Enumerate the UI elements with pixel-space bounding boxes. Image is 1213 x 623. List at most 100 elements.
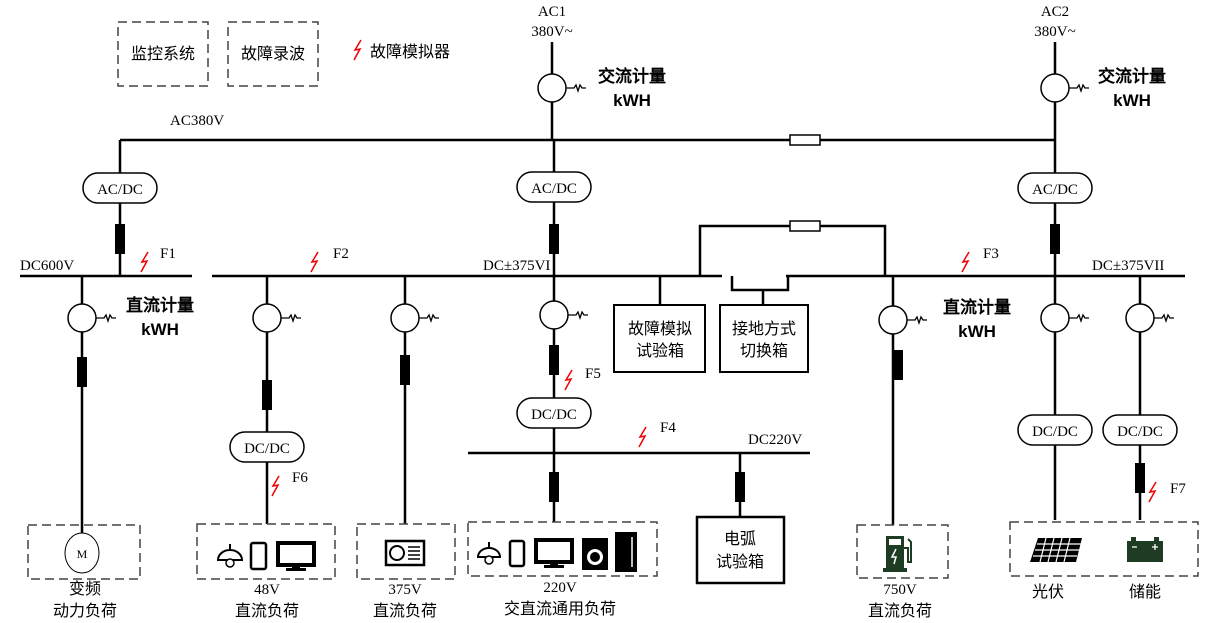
svg-text:DC/DC: DC/DC: [244, 441, 290, 457]
monitor-system-box: [117, 21, 209, 87]
dcdc-converter: DC/DC: [1102, 414, 1178, 446]
phone-icon: [508, 539, 526, 568]
ac-meter-icon: [537, 73, 587, 103]
fault-simulator-label: 故障模拟器: [370, 42, 450, 61]
grounding-label: 切换箱: [740, 341, 788, 360]
fault-f3-icon: [961, 251, 970, 273]
svg-text:AC/DC: AC/DC: [1032, 182, 1078, 198]
dc48-load-label: 48V: [254, 582, 280, 598]
dc220-bus-label: DC220V: [748, 432, 802, 448]
fault-test-label: 试验箱: [636, 341, 684, 360]
ac2-voltage: 380V~: [1034, 24, 1075, 40]
dc750-load-label: 750V: [883, 582, 917, 598]
breaker: [549, 224, 559, 254]
fault-test-label: 故障模拟: [628, 319, 692, 338]
lamp-icon: [476, 542, 502, 565]
breaker: [400, 355, 410, 385]
ac2-label: AC2: [1041, 4, 1069, 20]
monitor-system-label: 监控系统: [131, 44, 195, 63]
battery-icon: [1127, 537, 1163, 562]
dc-meter-icon: [252, 303, 302, 333]
dc-meter-unit: kWH: [141, 320, 179, 339]
fault-f7-label: F7: [1170, 481, 1186, 497]
breaker: [77, 357, 87, 387]
fault-f4-label: F4: [660, 420, 676, 436]
dc-meter-icon: [390, 303, 440, 333]
monitor-icon: [534, 538, 574, 568]
breaker: [735, 472, 745, 502]
fault-f6-icon: [271, 475, 280, 497]
dcdc-converter: DC/DC: [516, 397, 592, 429]
fault-recorder-box: [227, 21, 319, 87]
ac-meter-unit: kWH: [1113, 91, 1151, 110]
dcdc-converter: DC/DC: [229, 431, 305, 463]
motor-icon: [64, 532, 100, 574]
breaker: [1050, 224, 1060, 254]
dc-meter-label: 直流计量: [943, 297, 1011, 317]
dc-tie-fuse: [789, 220, 821, 232]
fault-f1-icon: [140, 251, 149, 273]
dc375-load-box: [356, 523, 456, 580]
motor-load-label: 动力负荷: [53, 601, 117, 620]
ac-bus-label: AC380V: [170, 113, 224, 129]
svg-text:DC/DC: DC/DC: [1032, 424, 1078, 440]
ac-meter-unit: kWH: [613, 91, 651, 110]
arc-test-label: 试验箱: [716, 552, 764, 571]
motor-load-label: 变频: [69, 579, 101, 598]
fault-test-box: [613, 304, 706, 373]
dcdc-converter: DC/DC: [1017, 414, 1093, 446]
ac1-voltage: 380V~: [531, 24, 572, 40]
dc-meter-icon: [1040, 303, 1090, 333]
breaker: [262, 380, 272, 410]
breaker: [549, 345, 559, 375]
ac220-load-label: 220V: [543, 580, 577, 596]
dc48-load-box: [196, 523, 336, 580]
dc750-load-box: [856, 524, 949, 579]
grounding-switch-box: [719, 304, 809, 373]
svg-text:AC/DC: AC/DC: [531, 181, 577, 197]
air-conditioner-icon: [384, 539, 426, 567]
acdc-converter: AC/DC: [1017, 172, 1093, 204]
ac-meter-label: 交流计量: [1098, 66, 1166, 86]
dc600-bus-label: DC600V: [20, 258, 74, 274]
dc-meter-label: 直流计量: [126, 295, 194, 315]
acdc-converter: AC/DC: [516, 171, 592, 203]
arc-test-label: 电弧: [724, 529, 756, 548]
ac220-load-box: [467, 521, 658, 577]
refrigerator-icon: [615, 532, 637, 572]
fault-f6-label: F6: [292, 470, 308, 486]
dc375-1-bus-label: DC±375VI: [483, 258, 550, 274]
lamp-icon: [216, 544, 244, 568]
ac-meter-icon: [1040, 73, 1090, 103]
breaker: [1135, 463, 1145, 493]
svg-text:DC/DC: DC/DC: [531, 407, 577, 423]
dc375-load-label: 直流负荷: [373, 601, 437, 620]
dc-meter-icon: [539, 300, 589, 330]
ac-tie-fuse: [789, 134, 821, 146]
fault-f3-label: F3: [983, 246, 999, 262]
dc48-load-label: 直流负荷: [235, 601, 299, 620]
storage-label: 储能: [1129, 582, 1161, 601]
ac-meter-label: 交流计量: [598, 66, 666, 86]
ac1-label: AC1: [538, 4, 566, 20]
dc750-load-label: 直流负荷: [868, 601, 932, 620]
motor-load-box: [27, 524, 141, 580]
dc375-2-bus-label: DC±375VII: [1092, 258, 1164, 274]
fault-f2-icon: [310, 251, 319, 273]
grounding-label: 接地方式: [732, 319, 796, 338]
ac220-load-label: 交直流通用负荷: [504, 599, 616, 618]
acdc-converter: AC/DC: [82, 172, 158, 204]
fault-f4-icon: [638, 426, 647, 448]
washing-machine-icon: [582, 538, 608, 570]
pv-storage-box: [1009, 521, 1199, 577]
ac-bus: [118, 138, 1057, 520]
phone-icon: [249, 541, 268, 571]
arc-test-box: [695, 515, 786, 585]
breaker: [893, 350, 903, 380]
dc-meter-icon: [1125, 303, 1175, 333]
svg-text:AC/DC: AC/DC: [97, 182, 143, 198]
monitor-icon: [276, 541, 316, 571]
svg-text:DC/DC: DC/DC: [1117, 424, 1163, 440]
dc-meter-icon: [67, 303, 117, 333]
